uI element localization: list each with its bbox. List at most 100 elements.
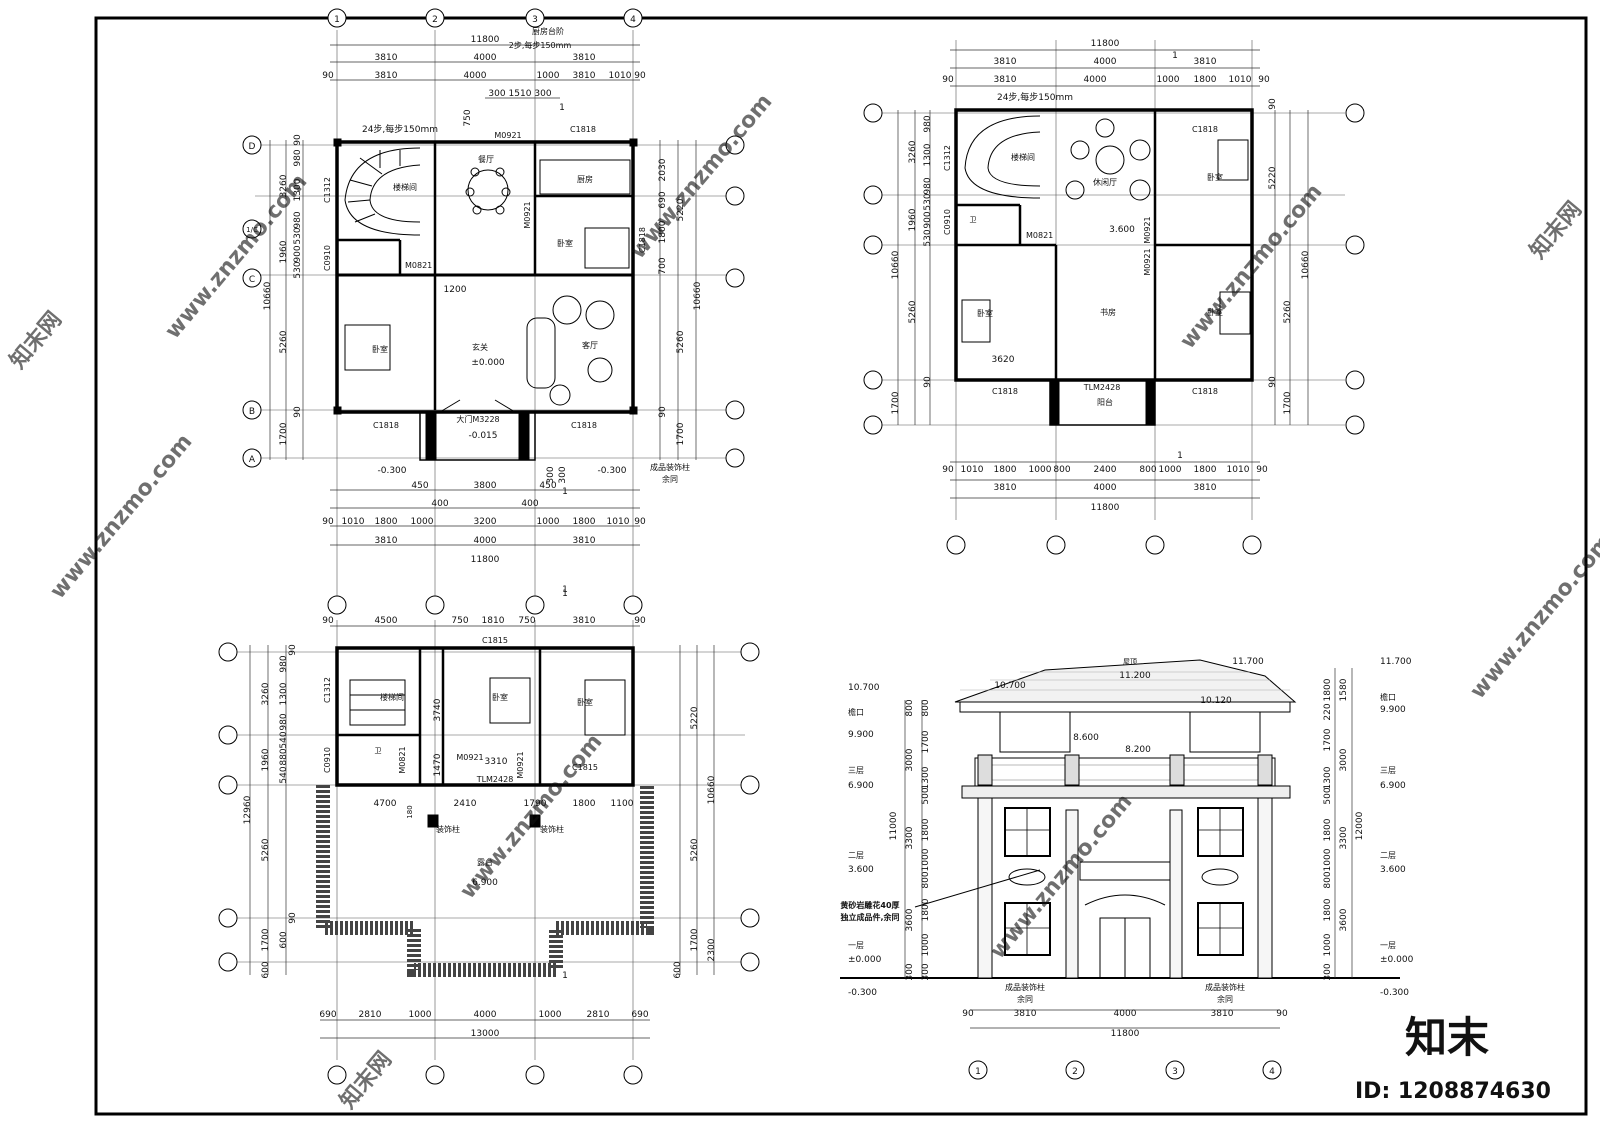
dimension: 540 — [279, 766, 289, 783]
dimension: 4000 — [464, 71, 487, 81]
dimension: 450 — [411, 481, 428, 491]
dimension: 690 — [631, 1010, 648, 1020]
dimension: 1510 — [509, 89, 532, 99]
dimension: 1000 — [1323, 848, 1333, 871]
dimension: 1810 — [482, 616, 505, 626]
dimension: 1700 — [921, 730, 931, 753]
note: 装饰柱 — [436, 824, 460, 834]
dimension: 5260 — [261, 838, 271, 861]
level-name: 三层 — [848, 766, 864, 775]
dimension: 2030 — [658, 158, 668, 181]
dimension: 10660 — [1301, 250, 1311, 279]
dimension: 1800 — [375, 517, 398, 527]
dimension: 800 — [1139, 465, 1156, 475]
dimension: 980 — [279, 655, 289, 672]
axis-label: 1 — [334, 15, 340, 25]
dimension: 3740 — [433, 698, 443, 721]
dimension: 4000 — [474, 53, 497, 63]
dimension: 3800 — [474, 481, 497, 491]
dimension: 1960 — [279, 240, 289, 263]
room-label: 卧室 — [1207, 307, 1223, 317]
dimension: 3200 — [474, 517, 497, 527]
dimension: 90 — [322, 517, 334, 527]
opening-label: M0921 — [516, 751, 525, 778]
dimension: 11000 — [889, 811, 899, 840]
dimension: 1700 — [279, 422, 289, 445]
dimension: 3300 — [1339, 826, 1349, 849]
dimension: 1800 — [921, 818, 931, 841]
dimension: 5260 — [676, 330, 686, 353]
dimension: 980 — [293, 211, 303, 228]
note: 余同 — [662, 474, 678, 484]
dimension: 1300 — [921, 766, 931, 789]
opening-label: TLM2428 — [1083, 383, 1121, 392]
opening-label: C1818 — [1192, 125, 1218, 134]
dimension: 3810 — [1194, 483, 1217, 493]
room-label: 书房 — [1100, 307, 1116, 317]
dimension: 1800 — [994, 465, 1017, 475]
dimension: 1000 — [1029, 465, 1052, 475]
dimension: 2810 — [359, 1010, 382, 1020]
dimension: 4000 — [1114, 1009, 1137, 1019]
room-label: 卧室 — [372, 344, 388, 354]
dimension: 1300 — [1323, 766, 1333, 789]
dimension: 1960 — [261, 748, 271, 771]
level-mark: -0.300 — [848, 988, 877, 998]
opening-label: C1312 — [323, 677, 332, 703]
dimension: 5220 — [676, 198, 686, 221]
dimension: 5260 — [908, 300, 918, 323]
dimension: 10660 — [263, 281, 273, 310]
front-elevation — [840, 659, 1400, 1029]
dimension: 300 — [921, 963, 931, 980]
note: 余同 — [1017, 994, 1033, 1004]
dimension: 4000 — [1094, 483, 1117, 493]
third-floor-labels: 90 4500 750 1810 750 3810 90 1 3260 980 … — [243, 585, 717, 1039]
dimension: 3810 — [994, 57, 1017, 67]
opening-label: C1818 — [570, 125, 596, 134]
dimension: 1010 — [961, 465, 984, 475]
watermark-brand: 知末网 — [5, 307, 67, 374]
dimension: 1000 — [921, 848, 931, 871]
dimension: 980 — [279, 713, 289, 730]
level-mark: 11.700 — [1380, 657, 1412, 667]
dimension: 1700 — [690, 928, 700, 951]
room-label: 卧室 — [977, 308, 993, 318]
dimension: 4000 — [1084, 75, 1107, 85]
watermark-text: www.znzmo.com — [625, 89, 777, 263]
dimension: 1010 — [1229, 75, 1252, 85]
step-title: 厨房台阶 — [532, 26, 564, 36]
dimension: 980 — [293, 149, 303, 166]
dimension: 4000 — [1094, 57, 1117, 67]
dimension: 3600 — [1339, 908, 1349, 931]
first-floor-plan — [255, 30, 730, 600]
dimension: 400 — [521, 499, 538, 509]
dimension: 1700 — [891, 391, 901, 414]
dimension: 400 — [431, 499, 448, 509]
dimension: 90 — [1276, 1009, 1288, 1019]
axis-label: 1/C — [246, 226, 258, 234]
dimension: 530 — [923, 229, 933, 246]
dimension: 11800 — [1091, 503, 1120, 513]
room-label: 卧室 — [492, 692, 508, 702]
level-mark: ±0.000 — [1380, 955, 1414, 965]
dimension: 3810 — [1014, 1009, 1037, 1019]
dimension: 1300 — [923, 143, 933, 166]
dimension: 3000 — [905, 748, 915, 771]
level-mark: 6.900 — [472, 878, 498, 888]
dimension: 11800 — [1111, 1029, 1140, 1039]
dimension: 90 — [634, 616, 646, 626]
room-label: 楼梯间 — [1011, 152, 1035, 162]
level-mark: 3.600 — [1380, 865, 1406, 875]
section-mark: 1 — [562, 971, 568, 981]
dimension: 10660 — [707, 775, 717, 804]
opening-label: C1818 — [571, 421, 597, 430]
dimension: 1000 — [1157, 75, 1180, 85]
opening-label: C1818 — [638, 227, 647, 253]
dimension: 3260 — [261, 682, 271, 705]
dimension: 900 — [293, 245, 303, 262]
dimension: 90 — [322, 71, 334, 81]
dimension: 450 — [539, 481, 556, 491]
level-mark: 10.700 — [994, 681, 1026, 691]
dimension: 500 — [921, 787, 931, 804]
dimension: 1000 — [539, 1010, 562, 1020]
